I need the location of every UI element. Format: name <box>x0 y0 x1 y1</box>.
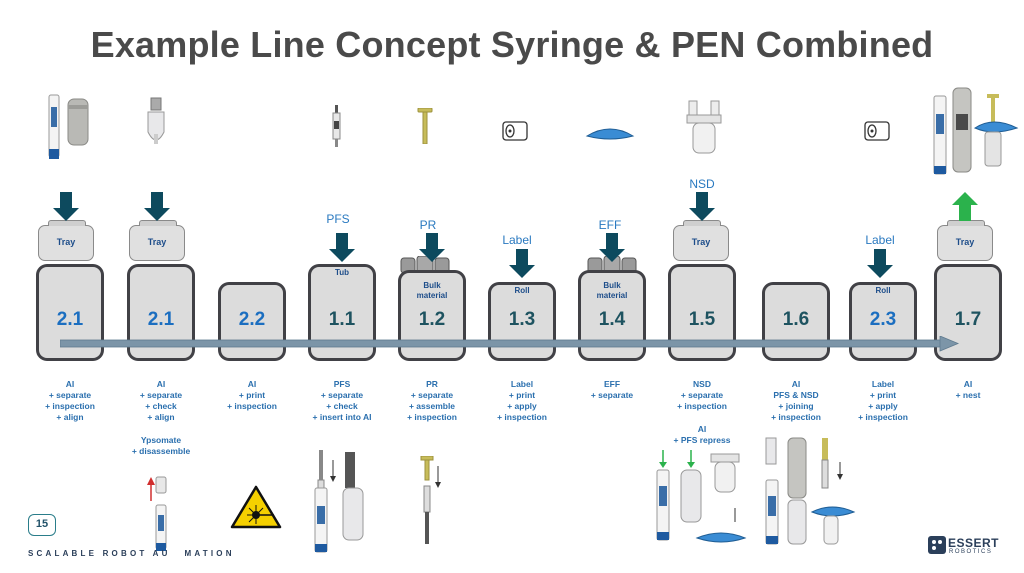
arrow-down-icon <box>419 233 445 262</box>
syringe-cap-icon <box>147 97 165 144</box>
desc-2-1-a: AI + separate + inspection + align <box>45 379 95 422</box>
tray-2-1-b: Tray <box>129 220 185 261</box>
arrow-up-icon <box>952 192 978 221</box>
autoinjector-icon <box>48 94 89 159</box>
desc-1-4: EFF + separate <box>590 379 634 400</box>
arrow-down-icon <box>689 192 715 221</box>
pfs-syringe-icon <box>332 105 341 147</box>
tray-1-5: Tray <box>673 220 729 261</box>
bulk-feeder-icon <box>587 256 637 274</box>
input-title-label: Label <box>865 233 895 247</box>
arrow-down-icon <box>599 233 625 262</box>
arrow-down-icon <box>53 192 79 221</box>
arrow-down-icon <box>867 249 893 278</box>
desc-2-2: AI + print + inspection <box>227 379 277 411</box>
desc-ypsomate: Ypsomate + disassemble <box>131 435 191 456</box>
label-roll-icon <box>502 121 528 141</box>
nsd-icon <box>686 100 722 154</box>
tray-1-7: Tray <box>937 220 993 261</box>
tray-2-1-a: Tray <box>38 220 94 261</box>
desc-1-6: AI PFS & NSD + joining + inspection <box>771 379 821 422</box>
desc-1-7: AI + nest <box>955 379 981 400</box>
joining-icon <box>765 437 856 545</box>
pfs-repress-icon <box>656 450 747 543</box>
input-title-pr: PR <box>419 218 437 232</box>
desc-1-3: Label + print + apply + inspection <box>497 379 547 422</box>
desc-1-1: PFS + separate + check + insert into AI <box>312 379 372 422</box>
station-1-6: 1.6 <box>762 282 830 361</box>
desc-pfs-repress: AI + PFS repress <box>673 424 731 445</box>
label-roll-icon <box>864 121 890 141</box>
page-number: 15 <box>28 514 56 536</box>
pr-assemble-icon <box>420 456 441 544</box>
ypsomate-icon <box>147 476 167 551</box>
arrow-down-icon <box>329 233 355 262</box>
input-title-nsd: NSD <box>689 177 715 191</box>
laser-warning-icon <box>230 485 282 529</box>
arrow-down-icon <box>509 249 535 278</box>
page-title: Example Line Concept Syringe & PEN Combi… <box>90 24 934 65</box>
desc-1-2: PR + separate + assemble + inspection <box>407 379 457 422</box>
arrow-down-icon <box>144 192 170 221</box>
flow-arrow <box>60 336 960 352</box>
desc-2-1-b: AI + separate + check + align <box>139 379 183 422</box>
logo-mark-icon <box>928 536 946 554</box>
desc-1-5: NSD + separate + inspection <box>677 379 727 411</box>
plunger-rod-icon <box>417 108 433 144</box>
desc-2-3: Label + print + apply + inspection <box>858 379 908 422</box>
pfs-insert-icon <box>314 450 364 553</box>
assembled-device-icon <box>933 87 1019 175</box>
finger-flange-icon <box>585 128 635 140</box>
input-title-label: Label <box>502 233 532 247</box>
input-title-pfs: PFS <box>326 212 350 226</box>
input-title-eff: EFF <box>598 218 622 232</box>
